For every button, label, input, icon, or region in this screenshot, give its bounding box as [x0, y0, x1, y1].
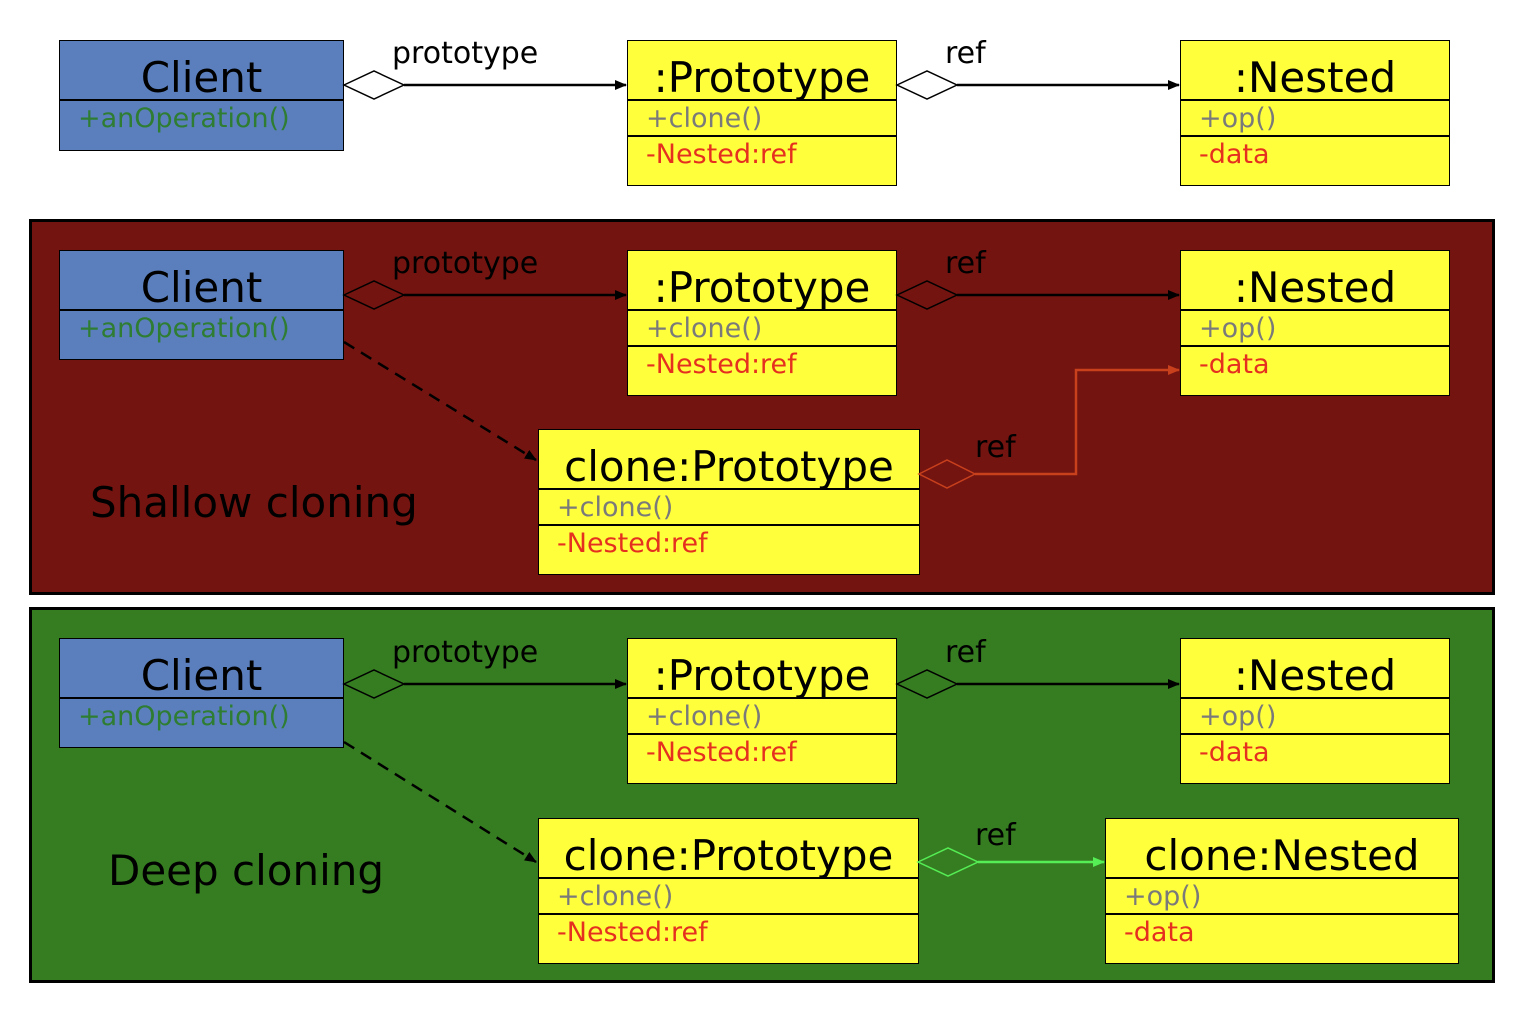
- prototype-operation: +clone(): [628, 311, 896, 347]
- client-title: Client: [60, 251, 343, 311]
- clone-nested-operation: +op(): [1106, 879, 1458, 915]
- ref-label: ref: [945, 36, 987, 71]
- prototype-title: :Prototype: [628, 41, 896, 101]
- nested-operation: +op(): [1181, 311, 1449, 347]
- prototype-attribute: -Nested:ref: [646, 737, 797, 768]
- prototype-box: :Prototype +clone() -Nested:ref: [627, 40, 897, 186]
- nested-attribute: -data: [1199, 139, 1270, 170]
- nested-title: :Nested: [1181, 41, 1449, 101]
- clone-prototype-operation: +clone(): [539, 879, 918, 915]
- clone-nested-title: clone:Nested: [1106, 819, 1458, 879]
- clone-nested-box: clone:Nested +op() -data: [1105, 818, 1459, 964]
- clone-prototype-box: clone:Prototype +clone() -Nested:ref: [538, 429, 920, 575]
- prototype-operation: +clone(): [628, 101, 896, 137]
- clone-prototype-attribute: -Nested:ref: [557, 917, 708, 948]
- prototype-label: prototype: [392, 36, 538, 71]
- nested-box: :Nested +op() -data: [1180, 250, 1450, 396]
- nested-attribute: -data: [1199, 737, 1270, 768]
- client-box: Client +anOperation(): [59, 40, 344, 151]
- nested-box: :Nested +op() -data: [1180, 638, 1450, 784]
- prototype-box: :Prototype +clone() -Nested:ref: [627, 250, 897, 396]
- prototype-association: [342, 70, 627, 100]
- nested-title: :Nested: [1181, 251, 1449, 311]
- clone-nested-attribute: -data: [1124, 917, 1195, 948]
- prototype-title: :Prototype: [628, 251, 896, 311]
- nested-operation: +op(): [1181, 101, 1449, 137]
- clone-prototype-attribute: -Nested:ref: [557, 528, 708, 559]
- nested-operation: +op(): [1181, 699, 1449, 735]
- client-title: Client: [60, 639, 343, 699]
- client-box: Client +anOperation(): [59, 250, 344, 360]
- clone-prototype-operation: +clone(): [539, 490, 919, 526]
- prototype-operation: +clone(): [628, 699, 896, 735]
- deep-cloning-label: Deep cloning: [108, 846, 385, 895]
- nested-attribute: -data: [1199, 349, 1270, 380]
- prototype-attribute: -Nested:ref: [646, 139, 797, 170]
- clone-prototype-title: clone:Prototype: [539, 430, 919, 490]
- client-operation: +anOperation(): [78, 701, 290, 732]
- nested-box: :Nested +op() -data: [1180, 40, 1450, 186]
- client-title: Client: [60, 41, 343, 101]
- clone-prototype-title: clone:Prototype: [539, 819, 918, 879]
- prototype-box: :Prototype +clone() -Nested:ref: [627, 638, 897, 784]
- nested-title: :Nested: [1181, 639, 1449, 699]
- ref-association: [895, 70, 1180, 100]
- prototype-attribute: -Nested:ref: [646, 349, 797, 380]
- prototype-title: :Prototype: [628, 639, 896, 699]
- shallow-cloning-label: Shallow cloning: [90, 478, 418, 527]
- client-operation: +anOperation(): [78, 313, 290, 344]
- clone-prototype-box: clone:Prototype +clone() -Nested:ref: [538, 818, 919, 964]
- client-operation: +anOperation(): [78, 103, 290, 134]
- client-box: Client +anOperation(): [59, 638, 344, 748]
